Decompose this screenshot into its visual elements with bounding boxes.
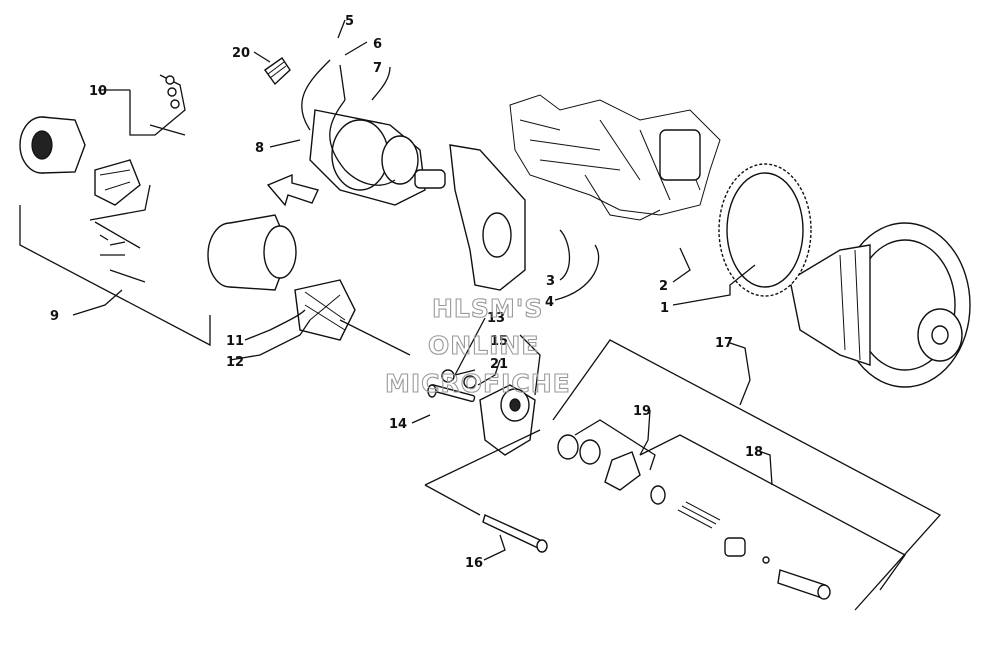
callout-3: 3 — [546, 274, 555, 289]
ring-gear — [718, 163, 812, 297]
washers-13-21 — [441, 369, 477, 389]
callout-17: 17 — [715, 336, 733, 351]
callout-5: 5 — [345, 14, 354, 29]
callout-labels: 1 2 3 4 5 6 7 8 9 10 11 12 13 14 15 16 1… — [50, 14, 763, 571]
bolt-16 — [482, 514, 548, 553]
drive-end-housing — [479, 384, 536, 456]
end-cap — [19, 116, 86, 174]
coupler-part-20 — [264, 57, 291, 86]
brush-holder — [94, 159, 141, 206]
leader-lines — [72, 19, 773, 561]
grouping-brackets — [19, 184, 942, 611]
armature — [294, 279, 411, 356]
callout-1: 1 — [660, 301, 669, 316]
drive-parts — [557, 434, 831, 600]
flywheel-assembly — [789, 222, 971, 388]
watermark-line-3: MICROFICHE — [385, 369, 571, 398]
hardware-kit-10 — [129, 74, 186, 136]
callout-12: 12 — [226, 355, 244, 370]
callout-9: 9 — [50, 309, 59, 324]
starter-motor — [301, 59, 446, 206]
watermark: HLSM'S ONLINE MICROFICHE — [384, 293, 571, 398]
yoke-housing — [207, 214, 297, 291]
direction-arrow — [266, 173, 319, 207]
callout-2: 2 — [659, 279, 668, 294]
small-hardware — [99, 234, 146, 283]
callout-20: 20 — [232, 46, 250, 61]
callout-7: 7 — [373, 61, 382, 76]
callout-14: 14 — [389, 417, 407, 432]
callout-10: 10 — [89, 84, 107, 99]
bolt-14 — [427, 384, 476, 403]
watermark-line-2: ONLINE — [428, 331, 539, 360]
watermark-line-1: HLSM'S — [432, 294, 543, 323]
callout-15: 15 — [490, 334, 508, 349]
callout-16: 16 — [465, 556, 483, 571]
callout-19: 19 — [633, 404, 651, 419]
callout-6: 6 — [373, 37, 382, 52]
engine-block — [509, 94, 721, 221]
callout-11: 11 — [226, 334, 244, 349]
callout-8: 8 — [255, 141, 264, 156]
callout-21: 21 — [490, 357, 508, 372]
callout-4: 4 — [545, 295, 554, 310]
mounting-bracket — [449, 144, 526, 291]
callout-18: 18 — [745, 445, 763, 460]
callout-13: 13 — [487, 311, 505, 326]
